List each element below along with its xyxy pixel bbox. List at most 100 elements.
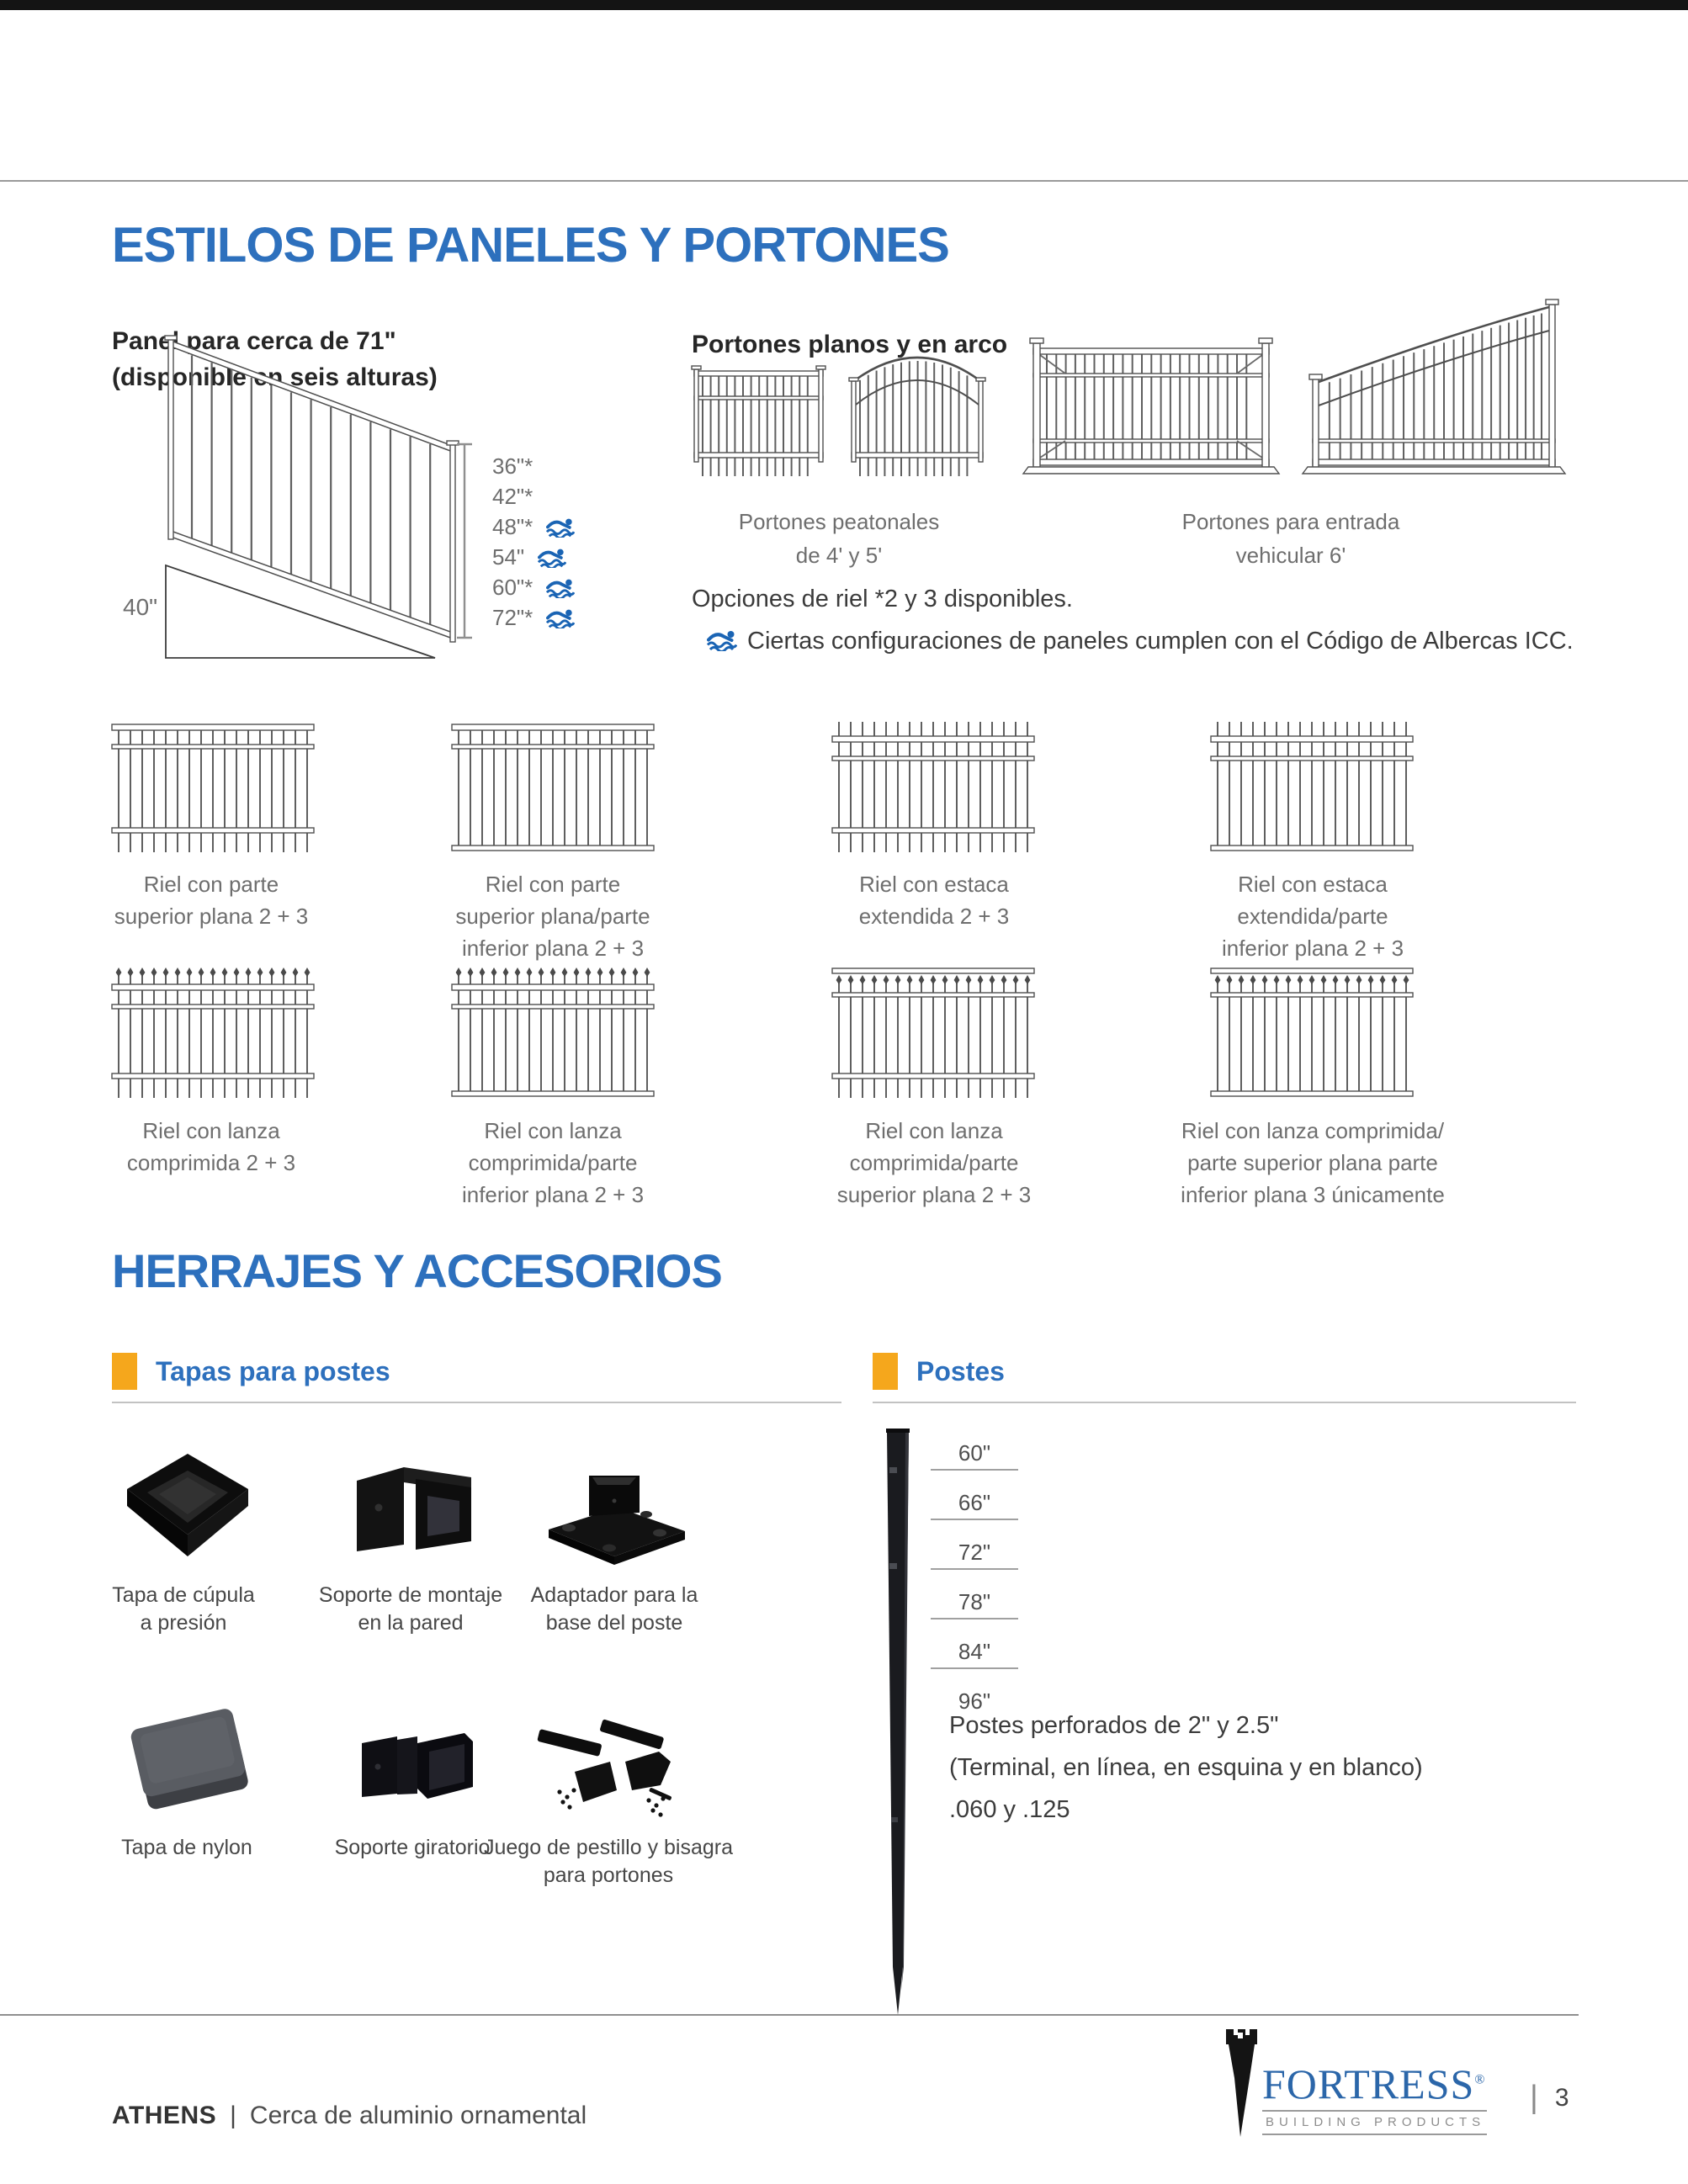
- caption-line: inferior plana 2 + 3: [1221, 936, 1404, 961]
- panel-style-caption: Riel con parte superior plana 2 + 3: [72, 868, 350, 932]
- fortress-logo: FORTRESS® BUILDING PRODUCTS: [1222, 2026, 1488, 2143]
- swim-icon: [546, 579, 576, 598]
- rail-options-note: Opciones de riel *2 y 3 disponibles.: [692, 586, 1073, 612]
- height-label: 54": [492, 543, 525, 570]
- panel-style-caption: Riel con lanza comprimida 2 + 3: [72, 1115, 350, 1179]
- swim-icon: [706, 628, 738, 655]
- caption-line: comprimida 2 + 3: [126, 1150, 296, 1175]
- caption-line: Riel con lanza: [865, 1118, 1003, 1143]
- posts-note: Postes perforados de 2" y 2.5"(Terminal,…: [949, 1704, 1423, 1831]
- caption-line: Riel con lanza: [484, 1118, 622, 1143]
- dome-cap-icon: [120, 1449, 255, 1571]
- caption-line: Portones para entrada: [1181, 509, 1400, 534]
- swim-icon: [546, 609, 576, 628]
- swivel-bracket-icon: [352, 1715, 478, 1820]
- caption-line: Soporte giratorio: [334, 1836, 491, 1859]
- post-height-label: 84": [958, 1639, 991, 1664]
- caption-line: Riel con lanza comprimida/: [1181, 1118, 1445, 1143]
- slope-dimension-label: 40": [123, 594, 158, 620]
- caption-line: para portones: [543, 1863, 674, 1887]
- caption-line: Riel con estaca: [1238, 872, 1388, 897]
- panel-style-caption: Riel con lanza comprimida/parte superior…: [1174, 1115, 1452, 1211]
- caption-line: superior plana 2 + 3: [836, 1182, 1032, 1207]
- post-heights-list: 60"66"72"78"84"96": [931, 1440, 1018, 1717]
- caption-line: base del poste: [545, 1611, 683, 1635]
- caption-line: Adaptador para la: [530, 1583, 698, 1607]
- caption-line: inferior plana 2 + 3: [461, 1182, 645, 1207]
- caption-line: Tapa de cúpula: [112, 1583, 255, 1607]
- caption-line: Riel con lanza: [142, 1118, 280, 1143]
- post-height-divider: [931, 1568, 1018, 1570]
- height-label: 42"*: [492, 483, 533, 509]
- post-base-adapter-icon: [540, 1460, 692, 1574]
- castle-tower-icon: [1226, 2029, 1257, 2137]
- caption-line: Riel con estaca: [859, 872, 1009, 897]
- product-caption: Soporte giratorio: [286, 1834, 539, 1862]
- panel-style-drawing: [111, 722, 315, 859]
- panel-subtitle: Panel para cerca de 71" (disponible en s…: [112, 323, 438, 395]
- wall-mount-bracket-icon: [345, 1455, 480, 1569]
- post-height-label: 66": [958, 1490, 991, 1515]
- page-number: | 3: [1530, 2080, 1569, 2116]
- post-height-label: 72": [958, 1540, 991, 1565]
- panel-style-caption: Riel con lanza comprimida/parte superior p…: [795, 1115, 1073, 1211]
- footer-separator: |: [230, 2102, 236, 2129]
- posts-section-rule: [873, 1402, 1576, 1403]
- panel-style-drawing: [1210, 967, 1414, 1105]
- caption-line: Portones peatonales: [738, 509, 940, 534]
- posts-note-line: .060 y .125: [949, 1796, 1070, 1823]
- caption-line: inferior plana 3 únicamente: [1181, 1182, 1445, 1207]
- panel-style-drawing: [831, 722, 1035, 859]
- caption-line: comprimida/parte: [849, 1150, 1019, 1175]
- height-item: 42"*: [492, 481, 575, 512]
- vehicular-gates-caption: Portones para entrada vehicular 6': [1165, 505, 1417, 572]
- panel-style-drawing: [1210, 722, 1414, 859]
- pool-code-note: Ciertas configuraciones de paneles cumpl…: [706, 628, 1574, 655]
- panel-style-drawing: [111, 967, 315, 1105]
- swim-icon: [706, 630, 738, 653]
- gates-drawing: [690, 296, 1582, 490]
- caption-line: Soporte de montaje: [318, 1583, 503, 1607]
- page-number-pipe: |: [1530, 2080, 1538, 2115]
- caption-line: superior plana 2 + 3: [114, 904, 309, 929]
- height-label: 60"*: [492, 574, 533, 600]
- product-caption: Soporte de montaje en la pared: [284, 1582, 537, 1637]
- height-label: 48"*: [492, 513, 533, 539]
- height-label: 72"*: [492, 604, 533, 630]
- swim-icon: [538, 549, 567, 568]
- caption-line: en la pared: [358, 1611, 464, 1635]
- height-item: 36"*: [492, 451, 575, 481]
- caption-line: parte superior plana parte: [1187, 1150, 1438, 1175]
- logo-text: FORTRESS® BUILDING PRODUCTS: [1262, 2060, 1488, 2135]
- caption-line: inferior plana 2 + 3: [461, 936, 645, 961]
- page-title: ESTILOS DE PANELES Y PORTONES: [112, 218, 950, 273]
- height-label: 36"*: [492, 453, 533, 479]
- footer-divider: [0, 2014, 1579, 2016]
- caption-line: superior plana/parte: [455, 904, 650, 929]
- registered-mark: ®: [1474, 2072, 1486, 2087]
- orange-bullet-icon: [112, 1353, 137, 1390]
- header-divider: [0, 180, 1688, 182]
- nylon-cap-icon: [122, 1698, 257, 1824]
- panel-style-caption: Riel con estaca extendida/parte inferior p…: [1174, 868, 1452, 964]
- caption-line: Riel con parte: [143, 872, 279, 897]
- caps-section-header: Tapas para postes: [112, 1353, 390, 1390]
- post-height-divider: [931, 1667, 1018, 1669]
- post-height-divider: [931, 1618, 1018, 1619]
- height-item: 60"*: [492, 572, 576, 602]
- caption-line: vehicular 6': [1235, 543, 1346, 568]
- panel-style-drawing: [451, 722, 655, 859]
- orange-bullet-icon: [873, 1353, 898, 1390]
- panel-style-drawing: [831, 967, 1035, 1105]
- gates-subtitle: Portones planos y en arco: [692, 331, 1008, 358]
- logo-name: FORTRESS®: [1262, 2060, 1486, 2107]
- page-number-value: 3: [1554, 2083, 1569, 2112]
- caption-line: extendida/parte: [1237, 904, 1388, 929]
- caption-line: a presión: [140, 1611, 227, 1635]
- panel-style-drawing: [451, 967, 655, 1105]
